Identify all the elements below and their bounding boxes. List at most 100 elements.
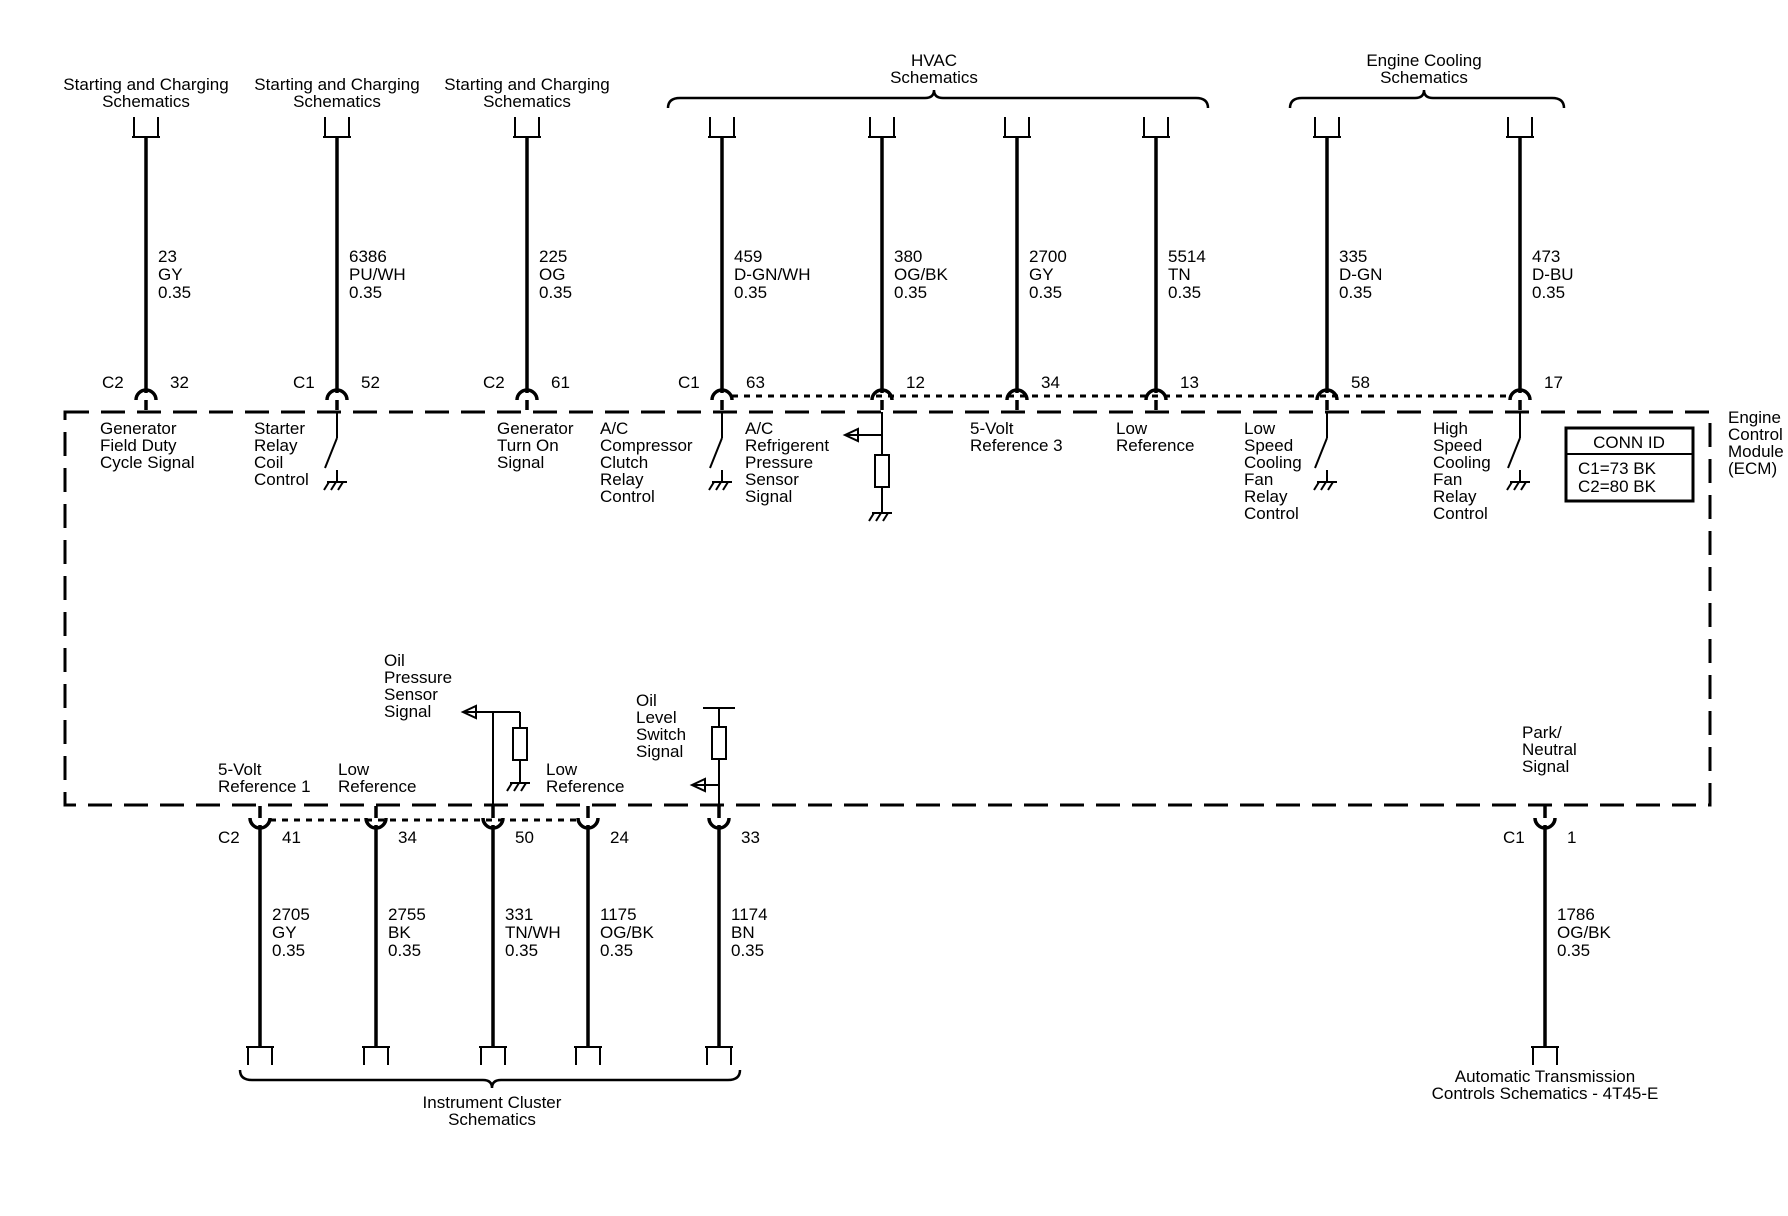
signal-function: Control (1244, 504, 1299, 523)
signal-function: Reference (546, 777, 624, 796)
wire-gauge: 0.35 (349, 283, 382, 302)
transmission-label: Controls Schematics - 4T45-E (1432, 1084, 1659, 1103)
switch-blade (709, 437, 723, 469)
pin-terminal (1005, 388, 1029, 401)
pin-terminal (134, 388, 158, 401)
pin-number: 50 (515, 828, 534, 847)
module-name: (ECM) (1728, 459, 1777, 478)
wire-gauge: 0.35 (505, 941, 538, 960)
instrument-cluster-label: Instrument Cluster (423, 1093, 562, 1112)
signal-function: Fan (1433, 470, 1462, 489)
ground-hatch (1520, 481, 1527, 491)
signal-function: Low (1116, 419, 1148, 438)
pin-number: 12 (906, 373, 925, 392)
signal-function: Signal (1522, 757, 1569, 776)
engine-cooling-label: Engine Cooling (1366, 51, 1481, 70)
signal-function: Generator (100, 419, 177, 438)
signal-function: Starter (254, 419, 305, 438)
engine-cooling-bracket (1288, 89, 1566, 109)
hvac-label: HVAC (911, 51, 957, 70)
conn-id-title: CONN ID (1593, 433, 1665, 452)
pin-number: 24 (610, 828, 629, 847)
signal-function: Sensor (384, 685, 438, 704)
top-connector (709, 117, 735, 137)
signal-function: Control (600, 487, 655, 506)
ground-hatch (1327, 481, 1334, 491)
connector-id: C1 (678, 373, 700, 392)
wire-gauge: 0.35 (272, 941, 305, 960)
pin-number: 32 (170, 373, 189, 392)
signal-function: Speed (1244, 436, 1293, 455)
signal-function: 5-Volt (970, 419, 1014, 438)
pin-number: 1 (1567, 828, 1576, 847)
signal-function: Signal (384, 702, 431, 721)
wire-color: BN (731, 923, 755, 942)
module-name: Engine (1728, 408, 1781, 427)
circuit-number: 225 (539, 247, 567, 266)
circuit-number: 23 (158, 247, 177, 266)
signal-function: Relay (254, 436, 298, 455)
switch-blade (324, 437, 338, 469)
pin-terminal (1508, 388, 1532, 401)
circuit-number: 2755 (388, 905, 426, 924)
circuit-number: 473 (1532, 247, 1560, 266)
signal-function: Signal (497, 453, 544, 472)
top-connector (1314, 117, 1340, 137)
resistor (711, 726, 727, 760)
ground-hatch (722, 481, 729, 491)
connector-id: C2 (483, 373, 505, 392)
wire-color: OG/BK (600, 923, 655, 942)
diagram-structure (63, 89, 1712, 1089)
wire-gauge: 0.35 (388, 941, 421, 960)
signal-function: Oil (384, 651, 405, 670)
signal-function: Pressure (745, 453, 813, 472)
circuit-number: 331 (505, 905, 533, 924)
signal-arrow-head (689, 777, 706, 793)
signal-function: Coil (254, 453, 283, 472)
wire-color: GY (1029, 265, 1054, 284)
signal-function: A/C (745, 419, 773, 438)
bottom-connector (1532, 1047, 1558, 1065)
module-name: Control (1728, 425, 1783, 444)
signal-function: Fan (1244, 470, 1273, 489)
signal-function: Cooling (1244, 453, 1302, 472)
pin-terminal (710, 388, 734, 401)
circuit-number: 1175 (600, 905, 637, 924)
signal-function: Level (636, 708, 677, 727)
wire-color: OG/BK (1557, 923, 1612, 942)
signal-function: Cycle Signal (100, 453, 195, 472)
wire-color: OG (539, 265, 565, 284)
wire-color: D-GN (1339, 265, 1382, 284)
ground-hatch (330, 481, 337, 491)
circuit-number: 380 (894, 247, 922, 266)
wire-gauge: 0.35 (1029, 283, 1062, 302)
ground-hatch (506, 782, 513, 792)
wire-color: D-GN/WH (734, 265, 810, 284)
circuit-number: 2700 (1029, 247, 1067, 266)
wire-gauge: 0.35 (731, 941, 764, 960)
circuit-number: 1174 (731, 905, 768, 924)
bottom-connector (706, 1047, 732, 1065)
connector-id: C2 (102, 373, 124, 392)
circuit-number: 1786 (1557, 905, 1595, 924)
signal-function: High (1433, 419, 1468, 438)
conn-id-box (1564, 426, 1695, 503)
ground-hatch (875, 512, 882, 522)
engine-cooling-label: Schematics (1380, 68, 1468, 87)
signal-function: Relay (1244, 487, 1288, 506)
wire-color: D-BU (1532, 265, 1574, 284)
signal-function: Refrigerent (745, 436, 829, 455)
signal-function: Control (1433, 504, 1488, 523)
circuit-number: 6386 (349, 247, 387, 266)
wire-color: BK (388, 923, 411, 942)
top-connector (514, 117, 540, 137)
signal-function: Control (254, 470, 309, 489)
switch-blade (1507, 437, 1521, 469)
signal-function: Signal (745, 487, 792, 506)
ground-hatch (513, 782, 520, 792)
ground-hatch (1320, 481, 1327, 491)
signal-arrow-head (842, 427, 859, 443)
signal-function: Turn On (497, 436, 559, 455)
signal-function: Reference 3 (970, 436, 1063, 455)
